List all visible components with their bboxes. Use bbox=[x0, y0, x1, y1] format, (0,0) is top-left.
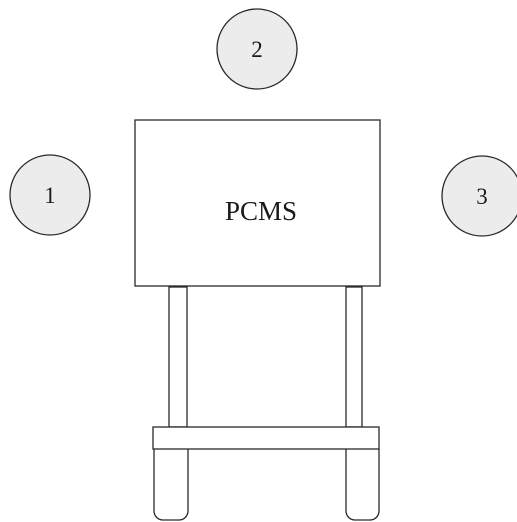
left-wheel bbox=[153, 439, 189, 521]
position-circle-3 bbox=[441, 155, 517, 237]
sign-board bbox=[134, 119, 381, 287]
sign-label: PCMS bbox=[225, 196, 297, 226]
position-circle-1 bbox=[9, 154, 91, 236]
left-leg bbox=[168, 286, 188, 428]
trailer-bed bbox=[152, 426, 380, 450]
right-wheel bbox=[345, 439, 380, 521]
position-marker-1: 1 bbox=[9, 154, 91, 236]
right-leg bbox=[345, 286, 363, 428]
position-marker-3: 3 bbox=[441, 155, 517, 237]
position-label-2: 2 bbox=[251, 37, 263, 62]
position-circle-2 bbox=[216, 8, 298, 90]
position-label-3: 3 bbox=[476, 184, 488, 209]
position-label-1: 1 bbox=[44, 183, 56, 208]
position-marker-2: 2 bbox=[216, 8, 298, 90]
